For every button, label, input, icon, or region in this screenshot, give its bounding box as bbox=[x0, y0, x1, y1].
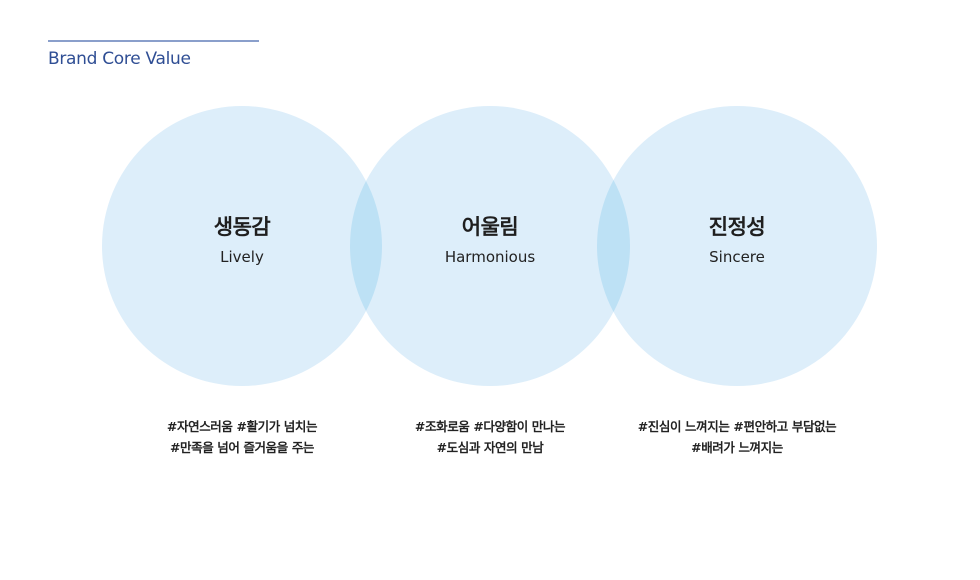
value-tags-harmonious-line1: #조화로움 #다양함이 만나는 bbox=[414, 419, 566, 434]
value-tags-sincere-line2: #배려가 느껴지는 bbox=[691, 440, 783, 455]
value-title-ko-sincere: 진정성 bbox=[708, 215, 766, 239]
value-tags-sincere-line1: #진심이 느껴지는 #편안하고 부담없는 bbox=[637, 419, 837, 434]
page-title: Brand Core Value bbox=[48, 49, 191, 69]
value-tags-harmonious-line2: #도심과 자연의 만남 bbox=[436, 440, 544, 455]
circle-lively bbox=[102, 106, 382, 386]
value-title-ko-lively: 생동감 bbox=[213, 215, 271, 239]
value-tags-lively-line1: #자연스러움 #활기가 넘치는 bbox=[166, 419, 318, 434]
header-rule bbox=[48, 40, 259, 42]
value-tags-lively-line2: #만족을 넘어 즐거움을 주는 bbox=[169, 440, 315, 455]
value-title-en-lively: Lively bbox=[220, 248, 264, 266]
value-title-ko-harmonious: 어울림 bbox=[461, 215, 519, 239]
circle-harmonious bbox=[350, 106, 630, 386]
circle-sincere bbox=[597, 106, 877, 386]
value-title-en-harmonious: Harmonious bbox=[444, 248, 536, 266]
value-title-en-sincere: Sincere bbox=[709, 248, 765, 266]
